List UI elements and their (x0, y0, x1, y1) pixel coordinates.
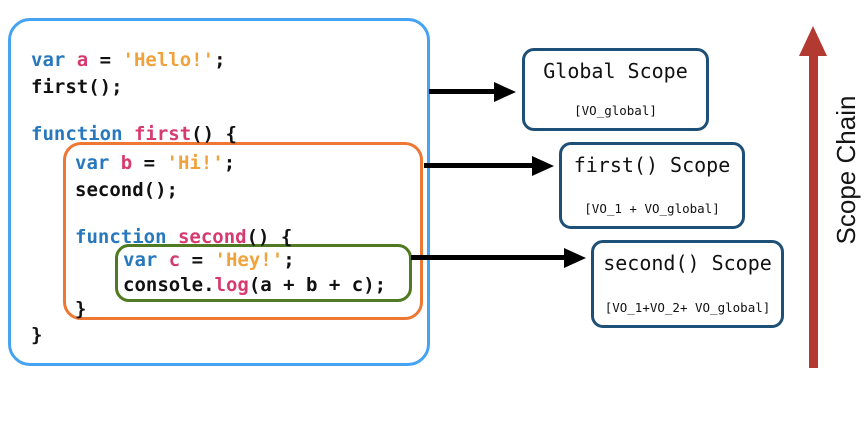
scope-vo-label: [VO_1+VO_2+ VO_global] (604, 300, 771, 315)
arrow-head (799, 26, 827, 56)
code-line: function first() { (31, 121, 427, 148)
code-token: var (75, 152, 121, 174)
code-token: b (120, 152, 133, 174)
code-token: second(); (75, 179, 178, 201)
code-line: first(); (31, 74, 427, 101)
scope-title: first() Scope (573, 153, 731, 177)
first-function-code-box: var b = 'Hi!'; second(); function second… (63, 142, 423, 320)
code-token: console. (123, 274, 215, 296)
code-token: 'Hey!' (214, 249, 284, 271)
spacer (75, 204, 420, 224)
scope-chain-label: Scope Chain (830, 95, 861, 245)
code-line: } (31, 322, 427, 349)
code-line: var c = 'Hey!'; (123, 248, 409, 273)
code-token: () { (191, 123, 237, 145)
second-scope-box: second() Scope [VO_1+VO_2+ VO_global] (591, 240, 784, 328)
code-token: function (75, 226, 178, 248)
scope-title: Global Scope (543, 59, 688, 83)
code-line: var a = 'Hello!'; (31, 47, 427, 74)
arrow-head (532, 156, 554, 176)
code-token: 'Hi!' (166, 152, 224, 174)
code-token: ; (283, 249, 295, 271)
first-scope-box: first() Scope [VO_1 + VO_global] (559, 142, 745, 229)
global-scope-box: Global Scope [VO_global] (522, 48, 709, 131)
scope-vo-label: [VO_1 + VO_global] (584, 201, 720, 216)
code-token: c (168, 249, 181, 271)
scope-vo-label: [VO_global] (574, 103, 657, 118)
second-function-code-box: var c = 'Hey!'; console.log(a + b + c); (115, 244, 412, 302)
code-token: } (75, 298, 87, 320)
code-line: second(); (75, 177, 420, 204)
global-code-box: var a = 'Hello!'; first(); function firs… (8, 18, 430, 366)
code-token: var (123, 249, 169, 271)
code-line: } (75, 300, 420, 319)
code-line: function second() { (75, 224, 420, 251)
spacer (31, 101, 427, 121)
code-token: ; (214, 49, 226, 71)
arrow-head (494, 82, 516, 102)
scope-title: second() Scope (603, 251, 772, 275)
code-token: a (76, 49, 89, 71)
code-token: (a + b + c); (248, 274, 387, 296)
code-token: } (31, 324, 43, 346)
code-token: 'Hello!' (122, 49, 215, 71)
code-token: function (31, 123, 134, 145)
code-token: log (214, 274, 249, 296)
arrow-shaft (411, 255, 566, 260)
code-token: = (180, 249, 215, 271)
arrow-shaft (424, 163, 534, 168)
code-token: () { (246, 226, 293, 248)
code-token: second (177, 226, 247, 248)
code-token: var (31, 49, 77, 71)
code-token: = (132, 152, 167, 174)
code-token: = (88, 49, 123, 71)
code-token: ; (223, 152, 236, 174)
arrow-shaft (809, 54, 818, 368)
code-line: console.log(a + b + c); (123, 273, 409, 298)
code-token: first (133, 123, 192, 145)
arrow-head (564, 248, 586, 268)
arrow-shaft (429, 89, 496, 94)
code-line: var b = 'Hi!'; (75, 150, 420, 177)
code-token: first(); (31, 76, 123, 98)
